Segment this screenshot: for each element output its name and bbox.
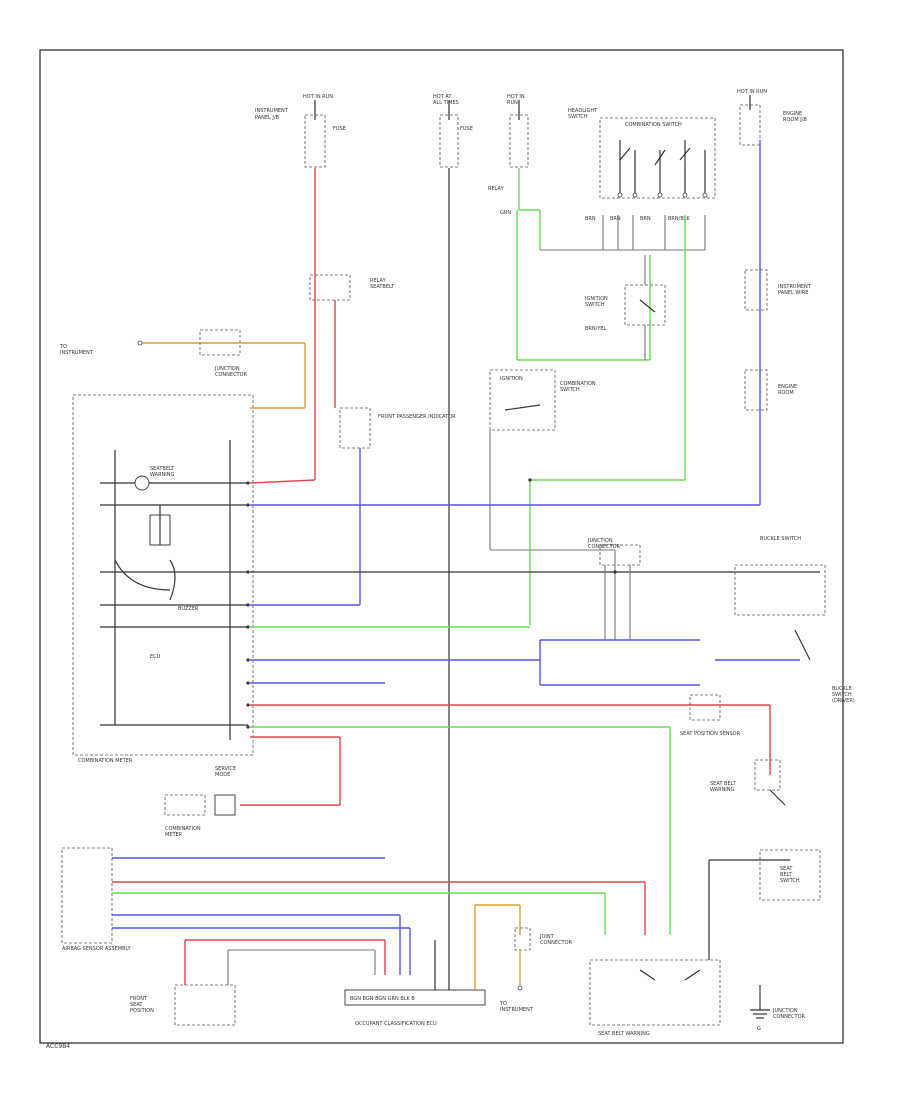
svg-text:SEAT BELT WARNING: SEAT BELT WARNING [598,1031,650,1037]
svg-text:TO: TO [499,1001,507,1007]
svg-text:CONNECTOR: CONNECTOR [540,940,573,946]
svg-text:HEADLIGHT: HEADLIGHT [568,108,598,114]
svg-text:G: G [757,1026,761,1032]
svg-text:PANEL WIRE: PANEL WIRE [778,290,808,296]
svg-text:JUNCTION: JUNCTION [214,366,240,372]
svg-text:CONNECTOR: CONNECTOR [773,1014,806,1020]
svg-text:AIRBAG SENSOR ASSEMBLY: AIRBAG SENSOR ASSEMBLY [62,946,132,952]
svg-text:SWITCH: SWITCH [585,302,605,308]
buckle-switch-right: BUCKLE SWITCH BUCKLE SWITCH (DRIVER) [734,536,855,704]
svg-text:FUSE: FUSE [460,126,473,132]
top-left-feed: TO INSTRUMENT JUNCTION CONNECTOR [59,329,306,409]
svg-text:SWITCH: SWITCH [568,114,588,120]
svg-text:BRN: BRN [640,216,651,222]
svg-text:OCCUPANT CLASSIFICATION ECU: OCCUPANT CLASSIFICATION ECU [355,1021,437,1027]
red-relay-wires: RELAY SEATBELT FRONT PASSENGER INDICATOR [249,274,456,606]
svg-text:ENGINE: ENGINE [778,384,797,390]
center-connector: JUNCTION CONNECTOR [587,538,641,640]
svg-text:RELAY: RELAY [488,186,505,192]
svg-text:GRN: GRN [500,210,511,216]
svg-text:BUZZER: BUZZER [178,606,199,612]
svg-text:SEAT: SEAT [130,1002,143,1008]
top-power-feeds: HOT IN RUN INSTRUMENT PANEL J/B FUSE HOT… [255,89,807,975]
svg-text:COMBINATION: COMBINATION [165,826,201,832]
ground-symbol: JUNCTION CONNECTOR G [750,985,806,1032]
svg-text:SEAT POSITION SENSOR: SEAT POSITION SENSOR [680,731,741,737]
svg-text:SWITCH: SWITCH [780,878,800,884]
svg-text:ALL TIMES: ALL TIMES [433,100,459,106]
svg-text:SEATBELT: SEATBELT [370,284,395,290]
occupant-classification-ecu: BGN BGN BGN GRN BLK B OCCUPANT CLASSIFIC… [344,940,486,1027]
right-connector-stack: INSTRUMENT PANEL WIRE ENGINE ROOM [744,269,812,411]
svg-text:JUNCTION: JUNCTION [587,538,613,544]
svg-text:TO: TO [59,344,67,350]
svg-text:HOT AT: HOT AT [433,94,452,100]
svg-text:HOT IN RUN: HOT IN RUN [303,94,333,100]
svg-text:MODE: MODE [215,772,230,778]
svg-text:INSTRUMENT: INSTRUMENT [60,350,94,356]
svg-text:JOINT: JOINT [539,934,555,940]
svg-text:RELAY: RELAY [370,278,387,284]
svg-text:COMBINATION METER: COMBINATION METER [78,758,133,764]
svg-text:ECU: ECU [150,654,161,660]
svg-text:HOT IN: HOT IN [507,94,525,100]
svg-text:FRONT PASSENGER INDICATOR: FRONT PASSENGER INDICATOR [378,414,456,420]
svg-text:SWITCH: SWITCH [560,387,580,393]
svg-text:HOT IN RUN: HOT IN RUN [737,89,767,95]
meter-switch: SERVICE MODE COMBINATION METER [164,766,236,838]
combination-meter: COMBINATION METER SEATBELT WARNING BUZZE… [72,394,254,764]
relay-block: IGNITION SWITCH BRN/YEL [585,255,666,360]
footer-code: ACC9B4 [46,1043,70,1050]
svg-text:SWITCH: SWITCH [832,692,852,698]
seat-position-sensor: SEAT POSITION SENSOR SEAT BELT WARNING [680,694,786,806]
svg-text:SERVICE: SERVICE [215,766,236,772]
svg-text:WARNING: WARNING [710,787,735,793]
svg-text:FRONT: FRONT [130,996,148,1002]
svg-text:BUCKLE SWITCH: BUCKLE SWITCH [760,536,801,542]
svg-text:IGNITION: IGNITION [585,296,608,302]
svg-text:PANEL J/B: PANEL J/B [255,115,280,121]
svg-text:CONNECTOR: CONNECTOR [215,372,248,378]
occupant-sensor-loop: FRONT SEAT POSITION [130,939,386,1026]
svg-text:ROOM J/B: ROOM J/B [783,117,807,123]
svg-text:BRN/BLK: BRN/BLK [668,216,691,222]
seatbelt-switch-bottom: SEAT BELT WARNING SEAT BELT SWITCH [589,849,821,1037]
airbag-sensor: AIRBAG SENSOR ASSEMBLY [61,847,646,975]
horizontal-bus-wires [240,504,820,935]
svg-text:BRN: BRN [585,216,596,222]
green-wire-feed: RELAY GRN [488,168,686,625]
svg-text:INSTRUMENT: INSTRUMENT [255,108,289,114]
svg-text:CONNECTOR: CONNECTOR [588,544,621,550]
svg-text:FUSE: FUSE [333,126,346,132]
svg-text:INSTRUMENT: INSTRUMENT [778,284,812,290]
svg-text:WARNING: WARNING [150,472,175,478]
svg-text:BRN: BRN [610,216,621,222]
connector-dots [246,478,617,729]
svg-text:BGN BGN BGN GRN BLK B: BGN BGN BGN GRN BLK B [350,996,415,1002]
diagram-frame [39,49,844,1044]
svg-text:BUCKLE: BUCKLE [832,686,852,692]
svg-text:BRN/YEL: BRN/YEL [585,326,607,332]
svg-text:SEAT BELT: SEAT BELT [710,781,737,787]
svg-text:ROOM: ROOM [778,390,794,396]
svg-text:COMBINATION SWITCH: COMBINATION SWITCH [625,122,682,128]
svg-text:ENGINE: ENGINE [783,111,802,117]
svg-text:INSTRUMENT: INSTRUMENT [500,1007,534,1013]
svg-text:RUN: RUN [507,100,518,106]
switch-array: BRN BRN BRN BRN/BLK [539,140,708,251]
svg-text:SEAT: SEAT [780,866,793,872]
svg-text:POSITION: POSITION [130,1008,154,1014]
svg-text:METER: METER [165,832,183,838]
svg-text:COMBINATION: COMBINATION [560,381,596,387]
svg-text:IGNITION: IGNITION [500,376,523,382]
orange-feed-ecu: JOINT CONNECTOR TO INSTRUMENT [474,904,573,1013]
svg-text:JUNCTION: JUNCTION [772,1008,798,1014]
svg-text:(DRIVER): (DRIVER) [832,698,855,704]
svg-text:BELT: BELT [780,872,793,878]
svg-text:SEATBELT: SEATBELT [150,466,175,472]
